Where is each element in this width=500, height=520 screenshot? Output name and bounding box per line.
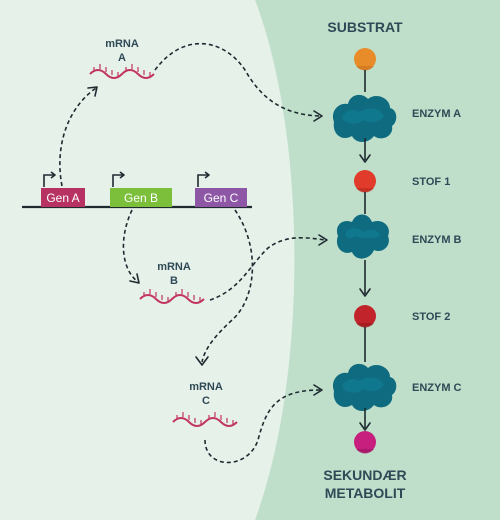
arrow-mrna-a-to-enzym-a bbox=[154, 42, 321, 117]
gen-c-label: Gen C bbox=[204, 191, 239, 205]
arrowhead-mrna-a bbox=[87, 86, 98, 97]
gen-c-box bbox=[195, 188, 247, 207]
stof-1-molecule-icon bbox=[354, 170, 376, 193]
enzym-c-label: ENZYM C bbox=[412, 382, 462, 394]
substrat-label: SUBSTRAT bbox=[327, 19, 403, 35]
arrowhead-stof-2 bbox=[359, 288, 371, 297]
enzym-a-label: ENZYM A bbox=[412, 108, 461, 120]
mrna-b-label-line1: mRNA bbox=[157, 261, 191, 273]
arrowhead-stof-1 bbox=[359, 154, 371, 163]
mrna-c-label-line2: C bbox=[202, 395, 210, 407]
gen-a-label: Gen A bbox=[46, 191, 79, 205]
arrow-mrna-b-to-enzym-b bbox=[209, 236, 326, 301]
stof-1-label: STOF 1 bbox=[412, 176, 450, 188]
mrna-a-label-line1: mRNA bbox=[105, 38, 139, 50]
arrowhead-enzym-b bbox=[318, 234, 328, 246]
arrowhead-mrna-b bbox=[129, 273, 140, 284]
arrow-mrna-c-to-enzym-c bbox=[204, 389, 321, 464]
arrowhead-enzym-a bbox=[313, 110, 323, 122]
enzym-b-label: ENZYM B bbox=[412, 234, 462, 246]
product-label-line2: METABOLIT bbox=[325, 485, 406, 501]
product-label-line1: SEKUNDÆR bbox=[323, 467, 406, 483]
stof-2-label: STOF 2 bbox=[412, 311, 450, 323]
mrna-b-label-line2: B bbox=[170, 275, 178, 287]
substrat-molecule-icon bbox=[354, 48, 376, 71]
gen-a-box bbox=[41, 188, 85, 207]
enzym-b-enzyme-blob-icon bbox=[336, 214, 389, 259]
mrna-c-label-line1: mRNA bbox=[189, 381, 223, 393]
sekundaer-metabolit-molecule-icon bbox=[354, 431, 376, 454]
background-pathway-panel bbox=[255, 0, 500, 520]
stof-2-molecule-icon bbox=[354, 305, 376, 328]
arrow-gen-c-to-mrna-c bbox=[201, 209, 254, 363]
mrna-a-label-line2: A bbox=[118, 52, 126, 64]
gen-b-label: Gen B bbox=[124, 191, 158, 205]
arrowhead-enzym-c bbox=[313, 384, 323, 396]
gen-b-box bbox=[110, 188, 172, 207]
arrow-gen-b-to-mrna-b bbox=[122, 209, 139, 283]
arrowhead-mrna-c bbox=[195, 356, 209, 366]
arrowhead-product bbox=[359, 422, 371, 431]
